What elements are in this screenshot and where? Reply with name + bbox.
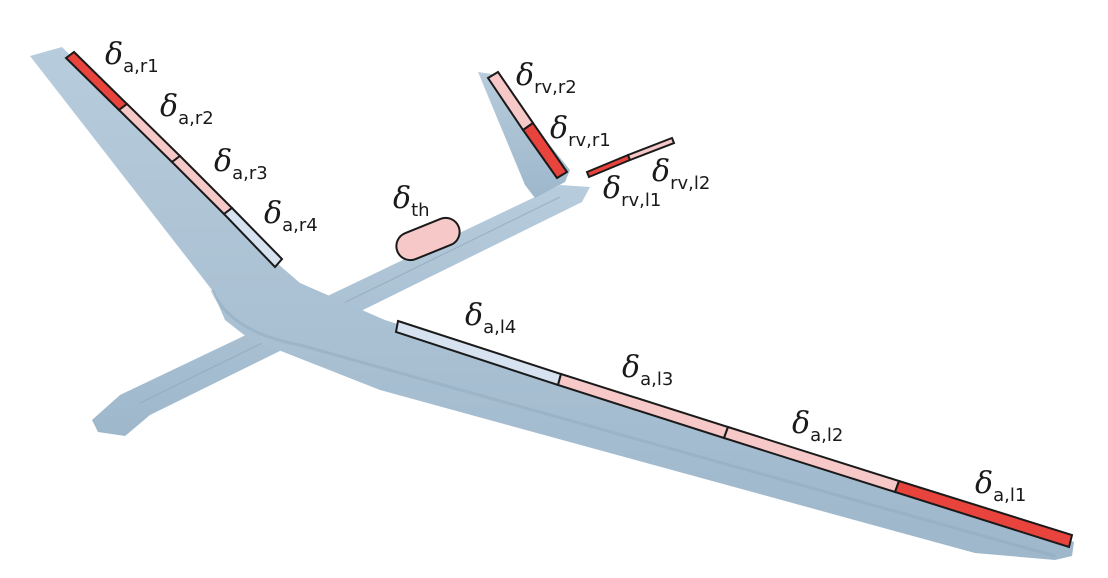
label-a-r3: δa,r3 <box>214 144 268 184</box>
label-th: δth <box>393 181 430 221</box>
label-a-l1: δa,l1 <box>975 466 1026 506</box>
wing-shading <box>210 289 1056 558</box>
label-a-r2: δa,r2 <box>160 89 214 129</box>
label-a-l3: δa,l3 <box>622 350 673 390</box>
label-rv-l1: δrv,l1 <box>603 171 661 211</box>
aileron-right-4 <box>222 206 284 269</box>
label-a-l4: δa,l4 <box>465 298 516 338</box>
label-rv-r1: δrv,r1 <box>550 111 611 151</box>
vertical-tail-fin <box>478 72 570 198</box>
label-a-l2: δa,l2 <box>792 406 843 446</box>
fuselage-panel-line <box>139 196 561 404</box>
rudder-left-2 <box>626 136 676 162</box>
thrust-pod <box>395 216 461 262</box>
rudder-right-1 <box>521 121 569 180</box>
label-a-r1: δa,r1 <box>105 37 159 77</box>
label-rv-r2: δrv,r2 <box>516 58 577 98</box>
label-a-r4: δa,r4 <box>264 196 318 236</box>
aileron-left-1 <box>893 479 1074 549</box>
label-rv-l2: δrv,l2 <box>652 154 710 194</box>
